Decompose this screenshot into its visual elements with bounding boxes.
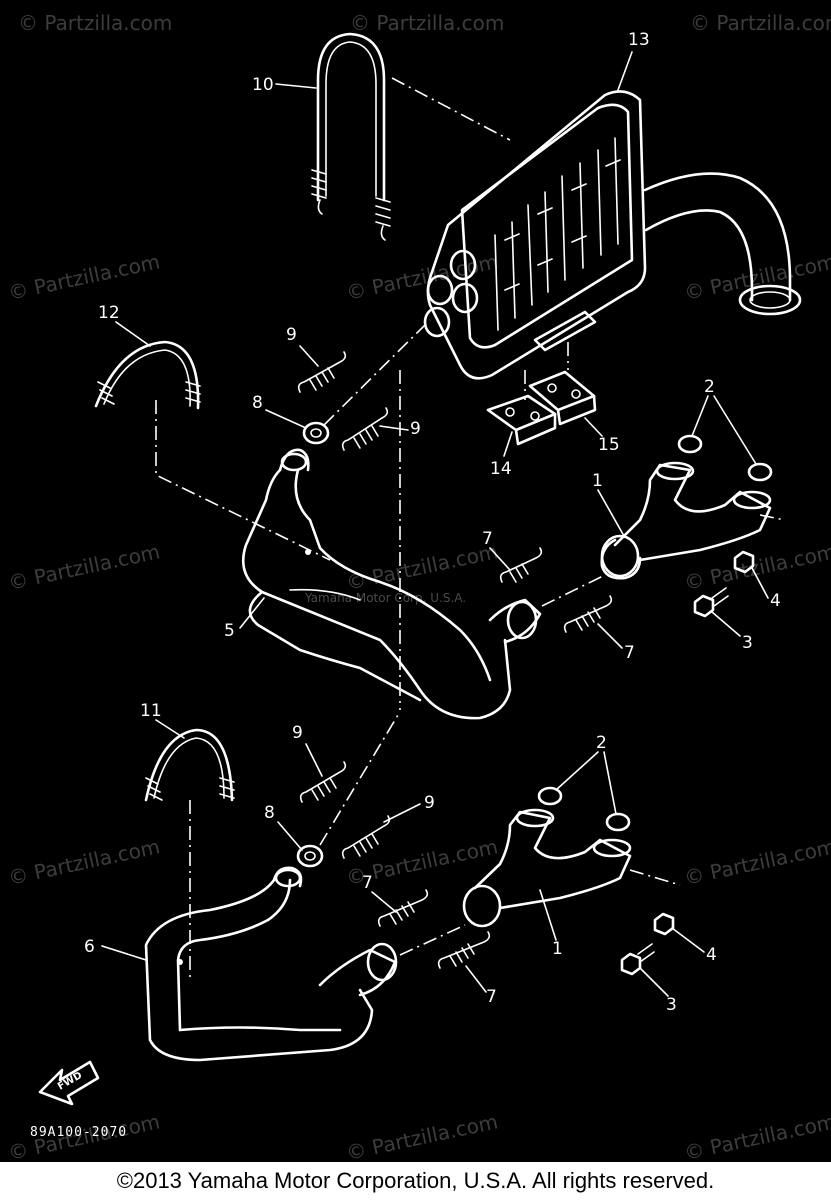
part-9-spring-upper-a (297, 351, 347, 393)
part-7-spring-lower-b (437, 931, 491, 969)
svg-text:© Partzilla.com: © Partzilla.com (690, 11, 831, 35)
part-15-bracket (528, 370, 597, 426)
callout-11: 11 (140, 701, 162, 721)
part-9-spring-lower-a (299, 761, 347, 803)
part-8-gasket-upper (302, 421, 330, 445)
part-6-expansion-chamber (144, 866, 398, 1062)
callout-2b: 2 (596, 733, 607, 753)
part-14-bracket (486, 394, 557, 446)
assembly-lines-upper (155, 77, 786, 710)
callout-7d: 7 (486, 987, 497, 1007)
callout-9a: 9 (286, 325, 297, 345)
part-1-manifold-lower (462, 808, 632, 928)
part-11-band (144, 728, 235, 802)
callout-7a: 7 (482, 529, 493, 549)
svg-text:© Partzilla.com: © Partzilla.com (350, 11, 504, 35)
part-9-spring-upper-b (341, 407, 389, 451)
callout-7b: 7 (624, 643, 635, 663)
callout-8b: 8 (264, 803, 275, 823)
svg-text:© Partzilla.com: © Partzilla.com (18, 11, 172, 35)
part-10-band (311, 32, 391, 241)
callout-9c: 9 (292, 723, 303, 743)
part-12-band (94, 340, 201, 410)
callout-9b: 9 (410, 419, 421, 439)
part-7-spring-upper-a (499, 547, 543, 583)
callout-9d: 9 (424, 793, 435, 813)
callout-12: 12 (98, 303, 120, 323)
callout-4a: 4 (770, 591, 781, 611)
callout-1a: 1 (592, 471, 603, 491)
part-8-gasket-lower (296, 844, 324, 868)
part-3-bolt-upper (693, 587, 729, 618)
part-7-spring-upper-b (563, 595, 613, 633)
callouts: 13 10 12 9 8 9 2 15 14 1 7 4 3 7 5 11 9 … (84, 30, 781, 1015)
part-1-manifold-upper (600, 461, 772, 580)
callout-10: 10 (252, 75, 274, 95)
callout-4b: 4 (706, 945, 717, 965)
part-13-muffler (423, 90, 802, 380)
callout-14: 14 (490, 459, 512, 479)
callout-3b: 3 (666, 995, 677, 1015)
center-watermark: Yamaha Motor Corp, U.S.A. (304, 591, 466, 605)
callout-7c: 7 (362, 873, 373, 893)
callout-1b: 1 (552, 939, 563, 959)
part-7-spring-lower-a (377, 889, 429, 927)
part-2-gaskets-lower (537, 786, 631, 832)
assembly-lines-lower (189, 714, 681, 980)
callout-13: 13 (628, 30, 650, 50)
callout-6: 6 (84, 937, 95, 957)
callout-15: 15 (598, 435, 620, 455)
part-2-gaskets-upper (677, 434, 773, 482)
diagram-code: 89A100-2070 (30, 1125, 127, 1140)
callout-8a: 8 (252, 393, 263, 413)
callout-5: 5 (224, 621, 235, 641)
callout-2a: 2 (704, 377, 715, 397)
part-4-nut-upper (733, 550, 755, 574)
callout-3a: 3 (742, 633, 753, 653)
copyright-bar: ©2013 Yamaha Motor Corporation, U.S.A. A… (0, 1162, 831, 1200)
